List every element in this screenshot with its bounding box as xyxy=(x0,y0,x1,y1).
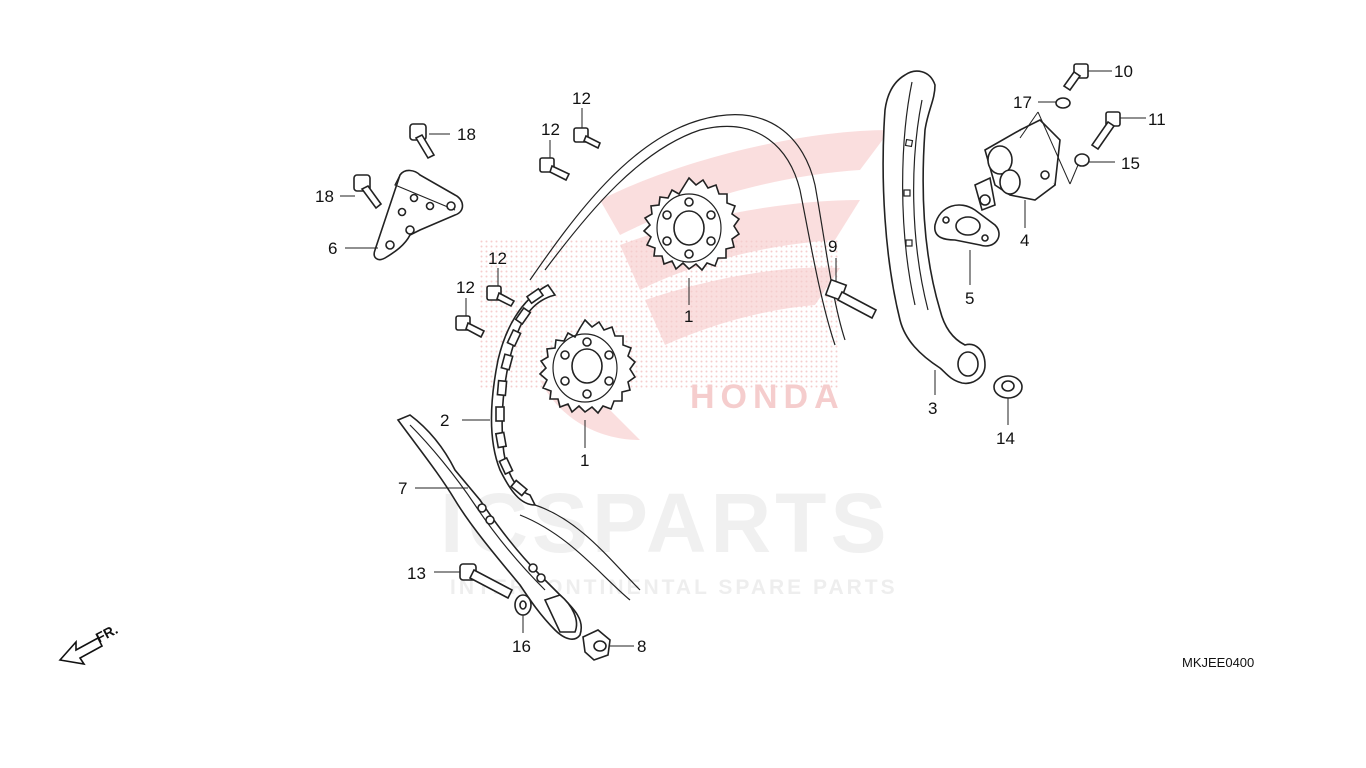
washer-16 xyxy=(514,594,532,616)
cam-chain-guide xyxy=(396,414,582,640)
cam-chain xyxy=(490,114,846,601)
bolt-12-c xyxy=(486,285,516,308)
bolt-11 xyxy=(1090,111,1121,151)
honda-logo-text: HONDA xyxy=(690,378,845,416)
callout-labels: 1 1 2 3 4 5 6 7 8 9 10 11 12 12 12 12 13… xyxy=(315,62,1166,656)
callout-11: 11 xyxy=(1148,110,1166,129)
guide-bracket xyxy=(373,169,464,261)
watermark-tagline: INTERCONTINENTAL SPARE PARTS xyxy=(450,576,898,599)
cam-sprocket-lower xyxy=(538,318,637,415)
callout-10: 10 xyxy=(1114,62,1133,81)
callout-1-lower: 1 xyxy=(580,451,589,470)
diagram-code: MKJEE0400 xyxy=(1182,655,1254,670)
callout-9: 9 xyxy=(828,237,837,256)
bolt-12-b xyxy=(539,157,571,182)
callout-18-a: 18 xyxy=(457,125,476,144)
callout-18-b: 18 xyxy=(315,187,334,206)
tensioner-gasket xyxy=(934,204,1000,247)
callout-15: 15 xyxy=(1121,154,1140,173)
collar-bolt-8 xyxy=(582,629,611,661)
callout-17: 17 xyxy=(1013,93,1032,112)
callout-7: 7 xyxy=(398,479,407,498)
bolt-18-a xyxy=(409,123,436,160)
callout-8: 8 xyxy=(637,637,646,656)
callout-12-c: 12 xyxy=(488,249,507,268)
callout-12-d: 12 xyxy=(456,278,475,297)
callout-12-b: 12 xyxy=(541,120,560,139)
callout-13: 13 xyxy=(407,564,426,583)
pivot-bolt-9 xyxy=(824,278,878,320)
tensioner-arm xyxy=(882,70,986,385)
bolt-13 xyxy=(459,563,514,600)
washer-14 xyxy=(993,375,1023,399)
leader-lines xyxy=(340,70,1146,647)
front-direction-arrow: FR. xyxy=(58,621,120,666)
callout-1-upper: 1 xyxy=(684,307,693,326)
callout-2: 2 xyxy=(440,411,449,430)
cam-sprocket-upper xyxy=(642,176,741,272)
callout-5: 5 xyxy=(965,289,974,308)
callout-3: 3 xyxy=(928,399,937,418)
bolt-18-b xyxy=(353,174,383,210)
callout-12-a: 12 xyxy=(572,89,591,108)
bolt-12-d xyxy=(455,315,486,339)
callout-4: 4 xyxy=(1020,231,1029,250)
washer-15 xyxy=(1074,153,1090,167)
bolt-10 xyxy=(1062,63,1089,92)
callout-16: 16 xyxy=(512,637,531,656)
washer-17 xyxy=(1055,97,1071,109)
chain-links xyxy=(494,287,545,497)
callout-6: 6 xyxy=(328,239,337,258)
tensioner-lifter xyxy=(974,119,1061,212)
bolt-12-a xyxy=(573,127,602,150)
callout-14: 14 xyxy=(996,429,1015,448)
